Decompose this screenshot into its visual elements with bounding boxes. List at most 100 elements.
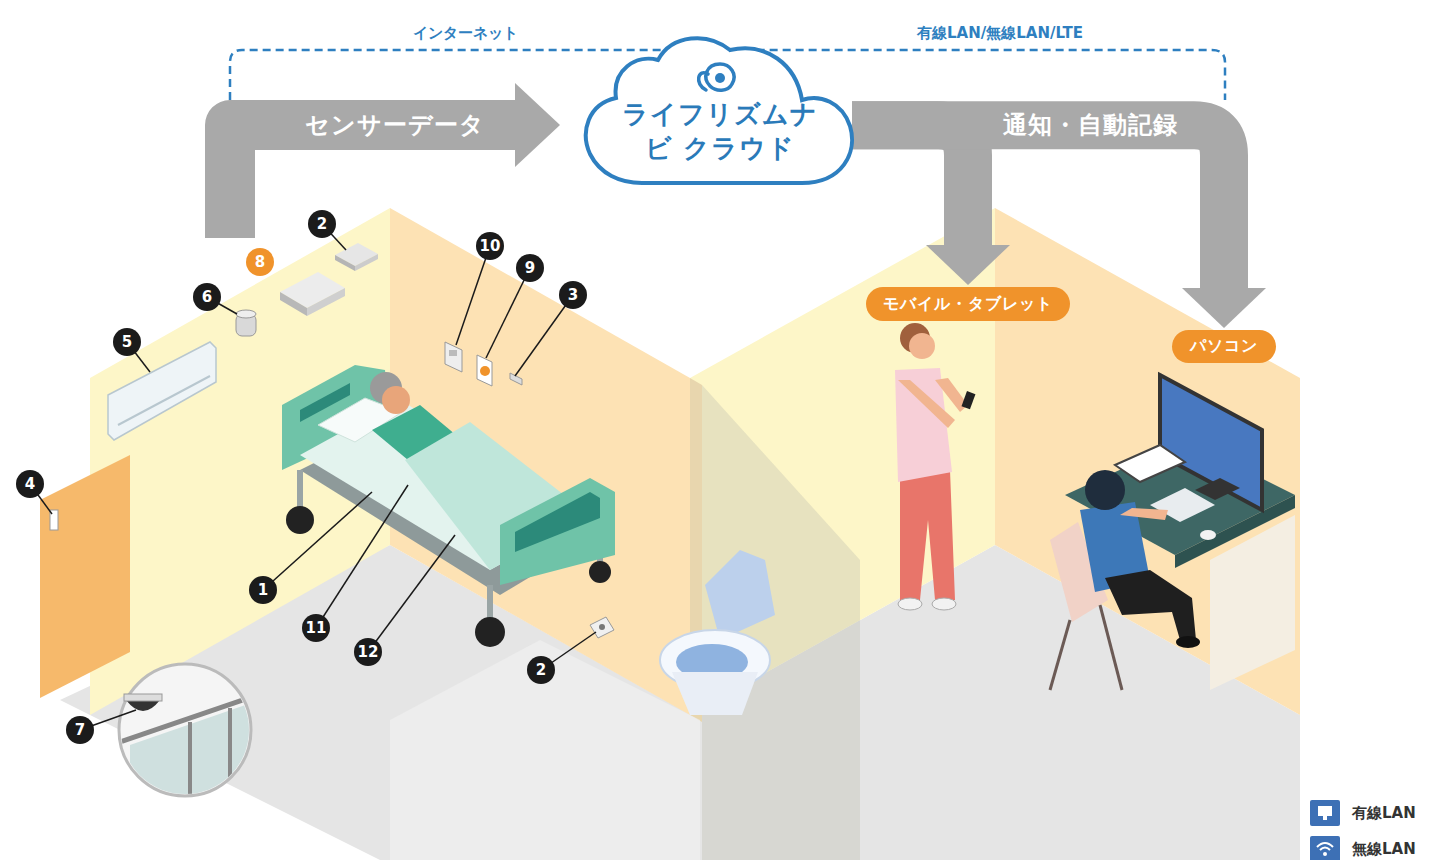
leader-line — [263, 492, 372, 590]
patient-face — [382, 386, 410, 414]
nurse-phone — [962, 391, 976, 409]
flow-label: 通知・自動記録 — [1003, 109, 1178, 141]
wall — [995, 208, 1300, 715]
leader-line — [515, 295, 573, 376]
shadow — [702, 385, 860, 860]
camera-dome — [126, 700, 160, 711]
leader-line — [368, 535, 455, 652]
wireless-icon — [1315, 840, 1335, 858]
sensor-arrow — [230, 125, 520, 238]
wireless-icon — [1323, 852, 1327, 856]
callout-number: 2 — [527, 656, 555, 684]
callout-number: 6 — [193, 283, 221, 311]
wireless-icon — [1320, 848, 1330, 851]
callout-number: 3 — [559, 281, 587, 309]
nurse-face — [909, 333, 935, 359]
network-label: 有線LAN/無線LAN/LTE — [917, 24, 1083, 43]
callout-number: 7 — [66, 716, 94, 744]
bed-wheel — [286, 506, 314, 534]
wired-icon — [1323, 816, 1327, 820]
chair-leg — [1100, 605, 1122, 690]
wall-device — [445, 342, 462, 372]
legend-text: 有線LAN — [1352, 804, 1416, 823]
nurse-arm — [898, 380, 955, 428]
air-conditioner — [108, 342, 216, 440]
person-legs — [1105, 570, 1196, 640]
window-frame — [228, 708, 232, 800]
nurse-shoe — [932, 598, 956, 610]
person-head — [1085, 470, 1125, 510]
camera-base — [124, 694, 162, 701]
person-arm — [1120, 508, 1168, 520]
nurse-shoe — [898, 598, 922, 610]
nurse-call — [480, 366, 490, 376]
device-pill: モバイル・タブレット — [866, 287, 1070, 321]
chair-leg — [1050, 620, 1070, 690]
callout-number: 4 — [16, 470, 44, 498]
legend-swatch — [1310, 800, 1340, 826]
legend-swatch — [1310, 836, 1340, 860]
node-text: ライフリズムナビ クラウド — [613, 98, 828, 166]
door — [40, 455, 130, 698]
sensor-arrowhead — [515, 83, 560, 167]
flow-label: センサーデータ — [305, 109, 485, 141]
leader-lines — [30, 224, 596, 730]
legend-text: 無線LAN — [1352, 840, 1416, 859]
flow-arrowhead — [926, 245, 1010, 285]
network-label: インターネット — [413, 24, 518, 43]
callout-number: 11 — [302, 614, 330, 642]
legend-row: 有線LAN — [1310, 795, 1416, 831]
wired-icon — [1315, 804, 1335, 822]
node-text: モバイル・タブレット — [883, 294, 1053, 315]
cloud-node: ライフリズムナビ クラウド — [580, 28, 860, 193]
window-frame — [188, 722, 192, 800]
cloud-logo — [699, 64, 734, 90]
callout-number: 12 — [354, 638, 382, 666]
wireless-icon — [1317, 843, 1333, 847]
callout-number: 9 — [516, 254, 544, 282]
bed-wheel — [475, 617, 505, 647]
sensor-device — [335, 255, 355, 271]
floor-edge — [390, 640, 700, 860]
legend-row: 無線LAN — [1310, 831, 1416, 860]
tablet — [1115, 445, 1185, 482]
cloud-logo — [715, 73, 725, 83]
ac-vent — [118, 376, 210, 425]
callout-number: 8 — [246, 248, 274, 276]
camera-window — [120, 694, 260, 800]
leader-line — [486, 268, 530, 358]
mouse — [1200, 530, 1216, 540]
leader-line — [456, 246, 490, 345]
wall-device — [449, 350, 457, 356]
monitor-stand — [1195, 478, 1240, 500]
callout-number: 1 — [249, 576, 277, 604]
monitor — [1160, 375, 1262, 510]
person-shoe — [1176, 636, 1200, 648]
bed-footboard — [500, 478, 615, 585]
cloud-outline — [586, 38, 852, 183]
leader-line — [316, 485, 408, 628]
toilet-base — [672, 672, 758, 715]
flow-arrowhead — [1182, 288, 1266, 328]
wall — [390, 208, 690, 715]
legend: 有線LAN 無線LAN — [1310, 795, 1416, 860]
flow-band — [852, 125, 1224, 289]
flow-arrow — [852, 125, 1266, 328]
gateway-device — [280, 292, 307, 316]
sensor-device — [355, 254, 378, 271]
callout-number: 10 — [476, 232, 504, 260]
sensor-device — [236, 310, 256, 318]
gateway-device — [307, 288, 345, 316]
bed-wheel — [589, 561, 611, 583]
floor-sensor — [599, 624, 605, 630]
callout-number: 2 — [308, 210, 336, 238]
node-text: パソコン — [1190, 336, 1258, 357]
callout-number: 5 — [113, 328, 141, 356]
wired-icon — [1318, 806, 1332, 816]
toilet-lid — [705, 550, 775, 640]
nurse-pants — [900, 470, 955, 600]
device-pill: パソコン — [1172, 330, 1276, 363]
bed-footboard-panel — [515, 492, 600, 552]
nurse-call — [477, 355, 492, 386]
